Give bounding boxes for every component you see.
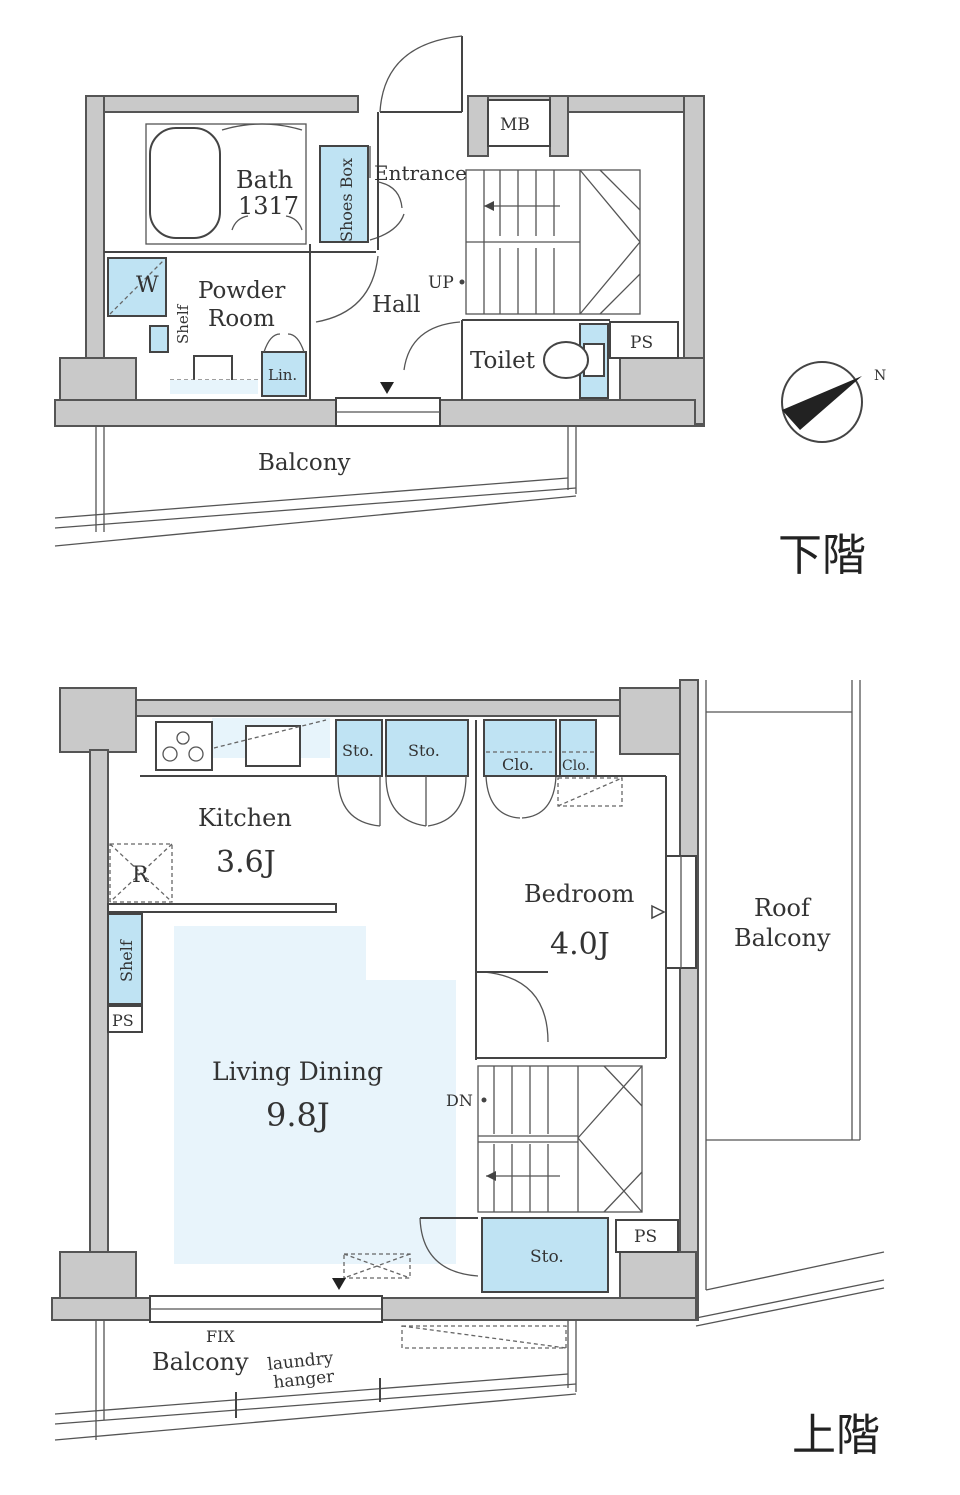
- living-dining-area: [174, 926, 456, 1264]
- closet-2-label: Clo.: [562, 758, 590, 774]
- toilet-label: Toilet: [470, 348, 536, 374]
- storage-1-label: Sto.: [342, 741, 374, 760]
- shoes-box: [319, 145, 369, 243]
- powder-room-label-line2: Room: [208, 306, 275, 332]
- upper-balcony-label: Balcony: [152, 1348, 249, 1376]
- upper-shelf: [107, 913, 143, 1005]
- kitchen-label: Kitchen: [198, 804, 292, 832]
- upper-balcony: [54, 1320, 577, 1441]
- storage-1: [335, 719, 383, 777]
- meter-box: [487, 99, 551, 147]
- roof-balcony-label-line2: Balcony: [734, 924, 831, 952]
- storage-3-label: Sto.: [530, 1247, 564, 1267]
- stove: [155, 721, 213, 771]
- fix-window-label: FIX: [206, 1327, 235, 1346]
- upper-floor-title: 上階: [792, 1410, 880, 1461]
- compass-north-label: N: [874, 368, 886, 384]
- toilet-bowl: [543, 341, 589, 379]
- entrance-label: Entrance: [374, 161, 467, 185]
- lower-balcony-label: Balcony: [258, 450, 351, 476]
- linen-label: Lin.: [268, 366, 297, 384]
- entrance-door-swing: [379, 35, 463, 113]
- washer-label: W: [136, 273, 159, 298]
- closet-1-label: Clo.: [502, 755, 534, 774]
- lower-balcony: [54, 426, 577, 547]
- hall-door-swing: [315, 255, 379, 323]
- stair-down-label: DN: [446, 1091, 473, 1110]
- lower-floor-title: 下階: [778, 530, 866, 581]
- storage-3: [481, 1217, 609, 1293]
- closet-2: [559, 719, 597, 777]
- bathtub: [149, 127, 221, 239]
- closet-1: [483, 719, 557, 777]
- bath-size-label: 1317: [238, 192, 299, 220]
- lower-shelf-label: Shelf: [174, 303, 192, 344]
- refrigerator-label: R: [132, 863, 150, 888]
- storage-2: [385, 719, 469, 777]
- kitchen-size-label: 3.6J: [216, 845, 276, 880]
- refrigerator-space: [109, 843, 173, 903]
- kitchen-sink: [245, 725, 301, 767]
- powder-room-label-line1: Powder: [198, 278, 285, 304]
- stairs-down: [477, 1065, 643, 1213]
- living-dining-size-label: 9.8J: [266, 1096, 330, 1134]
- compass: N: [781, 361, 886, 443]
- kitchen-counter-edge: [107, 903, 337, 913]
- hall-label: Hall: [372, 292, 420, 318]
- storage-door-swing: [419, 1217, 479, 1277]
- roof-balcony-label-line1: Roof: [754, 894, 812, 922]
- stair-up-label: UP: [428, 273, 454, 293]
- bath-label: Bath: [236, 166, 293, 194]
- bath-area: [145, 123, 307, 245]
- toilet-door-swing: [403, 321, 461, 371]
- lower-floor-plan: N Bath 1317 W Powder Room Shelf Lin. Sho…: [54, 35, 886, 581]
- pipe-space-upper-right: [615, 1219, 679, 1253]
- bedroom-size-label: 4.0J: [550, 927, 610, 962]
- pipe-space-upper-left: [107, 1005, 143, 1033]
- upper-left-pipe-space-label: PS: [112, 1011, 134, 1030]
- stairs-up: [459, 169, 641, 315]
- bedroom-door-swing: [483, 971, 549, 1043]
- storage-2-label: Sto.: [408, 741, 440, 760]
- shoes-box-label: Shoes Box: [337, 158, 356, 242]
- upper-floor-plan: Kitchen 3.6J R Shelf PS Sto. Sto. Clo. C…: [51, 679, 885, 1461]
- linen-closet: [261, 351, 307, 397]
- bedroom-label: Bedroom: [524, 880, 635, 908]
- meter-box-label: MB: [500, 115, 530, 135]
- living-dining-label: Living Dining: [212, 1057, 383, 1086]
- upper-shelf-label: Shelf: [117, 939, 136, 982]
- roof-balcony: [695, 680, 885, 1327]
- lower-pipe-space-label: PS: [630, 333, 653, 353]
- upper-right-pipe-space-label: PS: [634, 1227, 657, 1247]
- pipe-space-lower: [609, 321, 679, 359]
